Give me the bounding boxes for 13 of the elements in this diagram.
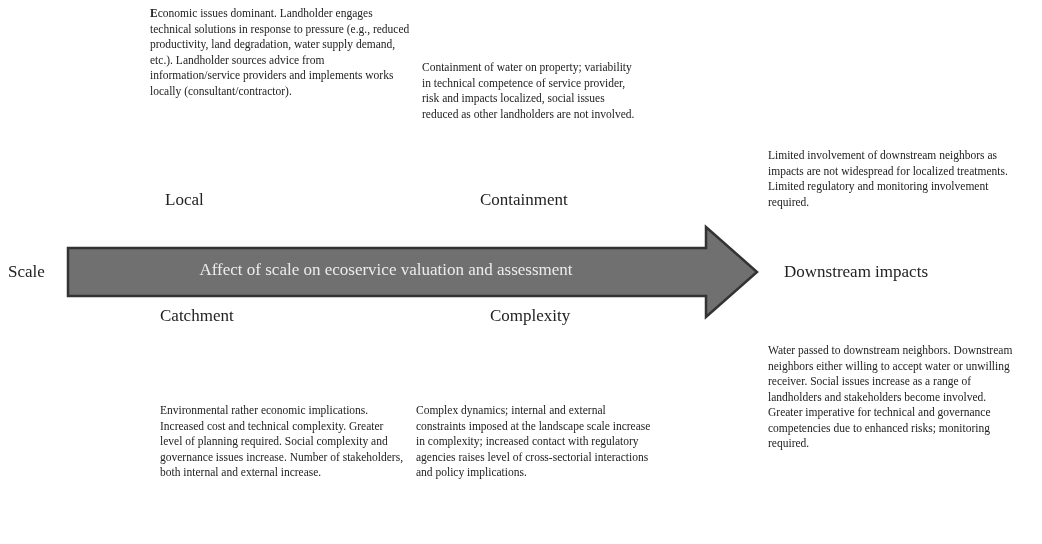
heading-text: Complexity	[490, 306, 571, 326]
description-text: Complex dynamics; internal and external constraints imposed at the landscape scale increase in complexity; increased contact with regulatory agencies raises level of cross-sectorial interactions and policy implications.	[416, 403, 651, 481]
heading-text: Local	[165, 190, 204, 210]
description-text: Containment of water on property; variability in technical competence of service provider, risk and impacts localized, social issues reduced as other landholders are not involved.	[422, 60, 636, 122]
heading-text: Scale	[8, 262, 45, 282]
arrow-text: Affect of scale on ecoservice valuation and assessment	[198, 260, 574, 280]
description-text: Water passed to downstream neighbors. Downstream neighbors either willing to accept water or unwilling receiver. Social issues increase as a range of landholders and stakeholders become involved. Greater imperative for technical and governance competencies due to enhanced risks; monitoring required.	[768, 343, 1013, 452]
description-text: Limited involvement of downstream neighbors as impacts are not widespread for localized treatments. Limited regulatory and monitoring involvement required.	[768, 148, 1008, 210]
description-text: Economic issues dominant. Landholder engages technical solutions in response to pressure (e.g., reduced productivity, land degradation, water supply demand, etc.). Landholder sources advice from information/service providers and implements works locally (consultant/contractor).	[150, 6, 411, 99]
heading-text: Containment	[480, 190, 568, 210]
heading-text: Catchment	[160, 306, 234, 326]
description-text: Environmental rather economic implications. Increased cost and technical complexity. Greater level of planning required. Social complexity and governance issues increase. Number of stakeholders, both internal and external increase.	[160, 403, 404, 480]
heading-text: Downstream impacts	[784, 262, 928, 282]
